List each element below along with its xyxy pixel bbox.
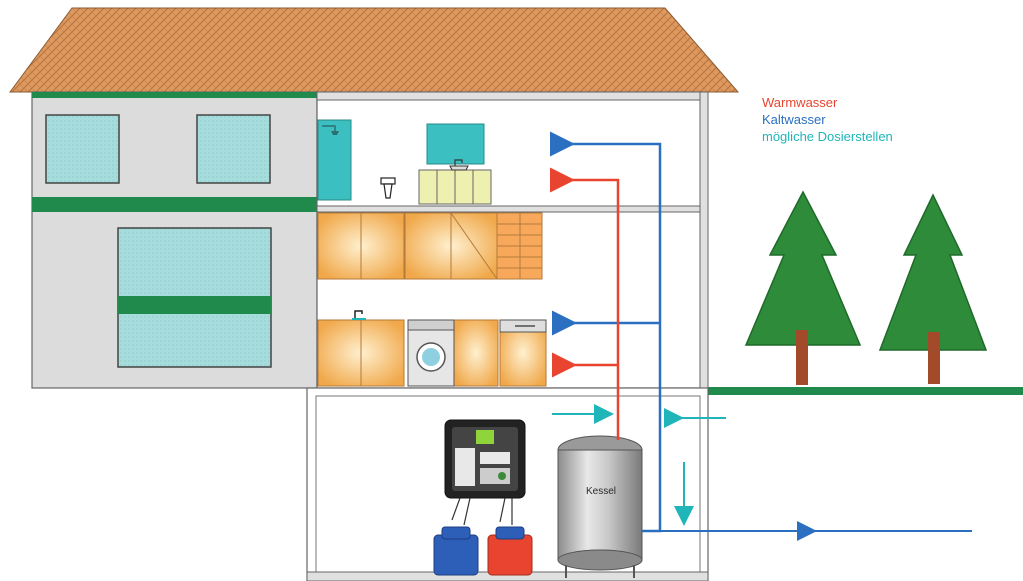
floor-upper — [316, 91, 707, 101]
staircase — [496, 212, 543, 280]
tap-icon — [352, 310, 366, 320]
cabinets-middle — [317, 212, 498, 280]
toilet-icon — [380, 177, 396, 199]
dosing-hose — [451, 497, 513, 526]
green-band-mid — [32, 197, 317, 212]
canister-icon — [433, 526, 479, 576]
roof — [9, 7, 740, 93]
boiler-tank: Kessel — [557, 435, 643, 578]
legend-warm: Warmwasser — [762, 95, 838, 110]
warm-water-pipes — [550, 167, 620, 440]
tree-icon — [744, 190, 862, 385]
window-top-left — [45, 114, 120, 184]
window-top-right — [196, 114, 271, 184]
tree-icon — [878, 193, 988, 384]
washing-machine-icon — [407, 319, 455, 387]
floor-middle — [316, 205, 707, 213]
green-band-top — [32, 92, 317, 98]
ground-line — [708, 387, 1023, 395]
dishwasher-icon — [499, 319, 547, 333]
kitchen-cabinets — [317, 319, 547, 387]
tank-label: Kessel — [586, 486, 616, 497]
door-green-bar — [118, 296, 271, 314]
dosing-pump-icon — [444, 419, 526, 499]
legend-cold: Kaltwasser — [762, 112, 826, 127]
canister-icon — [487, 526, 533, 576]
cold-water-pipes — [550, 131, 972, 541]
shower-icon — [317, 119, 352, 201]
legend: Warmwasser Kaltwasser mögliche Dosierste… — [762, 94, 893, 145]
dosing-point-arrows — [552, 404, 726, 526]
legend-dosing: mögliche Dosierstellen — [762, 129, 893, 144]
washbasin-icon — [418, 123, 492, 205]
